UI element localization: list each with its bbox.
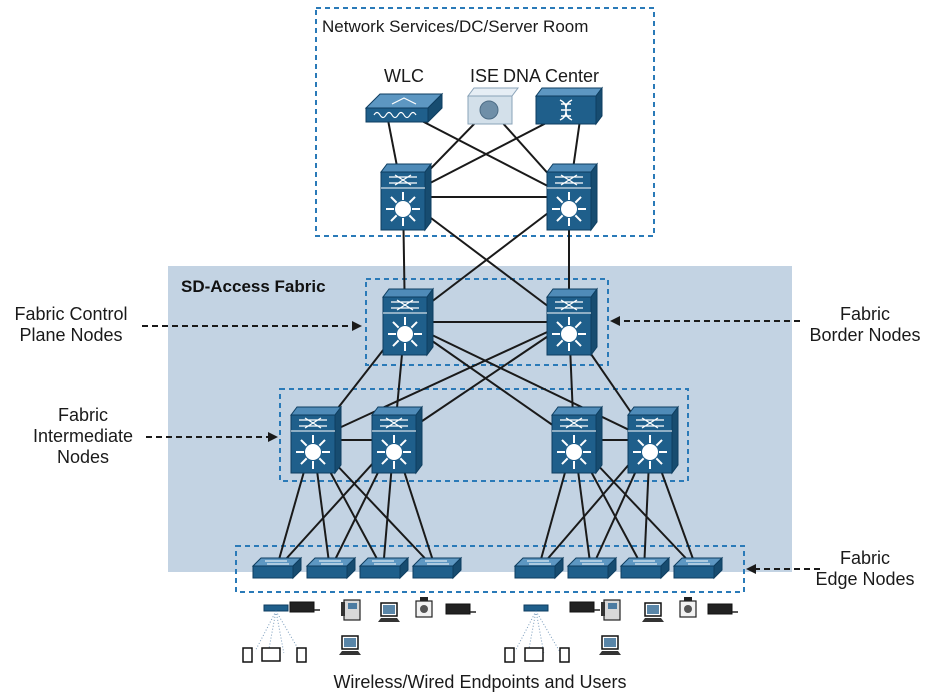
left-ip-phone-icon xyxy=(341,599,361,621)
right-access-point-icon xyxy=(514,604,560,654)
right-mobile2-icon xyxy=(559,647,570,663)
link-border2-inter1 xyxy=(312,321,570,441)
intermediate-node-3 xyxy=(551,405,603,475)
left-pc2-icon xyxy=(339,635,361,655)
ise-label: ISE xyxy=(470,66,500,86)
network-devices xyxy=(251,86,724,580)
fabric-region xyxy=(168,266,792,572)
control-plane-line-1: Fabric Control xyxy=(14,304,128,324)
border-node-2 xyxy=(546,287,598,357)
edge-node-8 xyxy=(672,556,724,580)
right-camera-icon xyxy=(679,597,697,618)
border-node-1 xyxy=(382,287,434,357)
edge-node-7 xyxy=(619,556,671,580)
intermediate-line-1: Fabric xyxy=(57,405,108,425)
core-switch-1 xyxy=(380,162,432,232)
left-mobile2-icon xyxy=(296,647,307,663)
border-label: Fabric Border Nodes xyxy=(802,304,928,346)
edge-node-6 xyxy=(566,556,618,580)
left-access-point-icon xyxy=(254,604,300,654)
border-line-2: Border Nodes xyxy=(809,325,921,345)
fabric-title: SD-Access Fabric xyxy=(181,277,326,296)
intermediate-box xyxy=(279,388,689,482)
endpoints-label: Wireless/Wired Endpoints and Users xyxy=(333,672,627,692)
left-camera-icon xyxy=(415,597,433,618)
left-printer-icon xyxy=(445,603,476,615)
edge-node-1 xyxy=(251,556,303,580)
left-pc-icon xyxy=(378,602,400,622)
right-printer-icon xyxy=(707,603,738,615)
link-wlc-core2 xyxy=(419,119,570,198)
services-box-label: Network Services/DC/Server Room xyxy=(322,17,589,36)
edge-node-5 xyxy=(513,556,565,580)
intermediate-line-2: Intermediate xyxy=(32,426,134,446)
link-border2-inter2 xyxy=(393,321,570,441)
right-sensor-icon xyxy=(569,601,600,613)
edge-node-2 xyxy=(305,556,357,580)
right-ip-phone-icon xyxy=(601,599,621,621)
services-box xyxy=(315,7,655,237)
right-tablet-icon xyxy=(524,647,544,662)
edge-label: Fabric Edge Nodes xyxy=(802,548,928,590)
control-border-box xyxy=(365,278,609,366)
intermediate-node-1 xyxy=(290,405,342,475)
left-sensor-icon xyxy=(289,601,320,613)
dna-center-icon xyxy=(535,86,603,126)
right-mobile-icon xyxy=(504,647,515,663)
right-pc-icon xyxy=(642,602,664,622)
intermediate-node-2 xyxy=(371,405,423,475)
control-plane-line-2: Plane Nodes xyxy=(19,325,123,345)
left-mobile-icon xyxy=(242,647,253,663)
core-switch-2 xyxy=(546,162,598,232)
endpoint-group xyxy=(242,597,738,663)
edge-node-3 xyxy=(358,556,410,580)
wlc-label: WLC xyxy=(384,66,424,86)
intermediate-node-4 xyxy=(627,405,679,475)
intermediate-label: Fabric Intermediate Nodes xyxy=(20,405,146,468)
right-pc2-icon xyxy=(599,635,621,655)
border-line-1: Fabric xyxy=(839,304,890,324)
link-border1-inter4 xyxy=(404,321,651,441)
left-tablet-icon xyxy=(261,647,281,662)
edge-line-1: Fabric xyxy=(839,548,890,568)
edge-node-4 xyxy=(411,556,463,580)
edge-line-2: Edge Nodes xyxy=(815,569,915,589)
ise-icon xyxy=(467,87,519,125)
wlc-icon xyxy=(364,92,444,124)
edge-box xyxy=(235,545,745,593)
dna-center-label: DNA Center xyxy=(503,66,600,86)
control-plane-label: Fabric Control Plane Nodes xyxy=(0,304,142,346)
intermediate-line-3: Nodes xyxy=(56,447,110,467)
